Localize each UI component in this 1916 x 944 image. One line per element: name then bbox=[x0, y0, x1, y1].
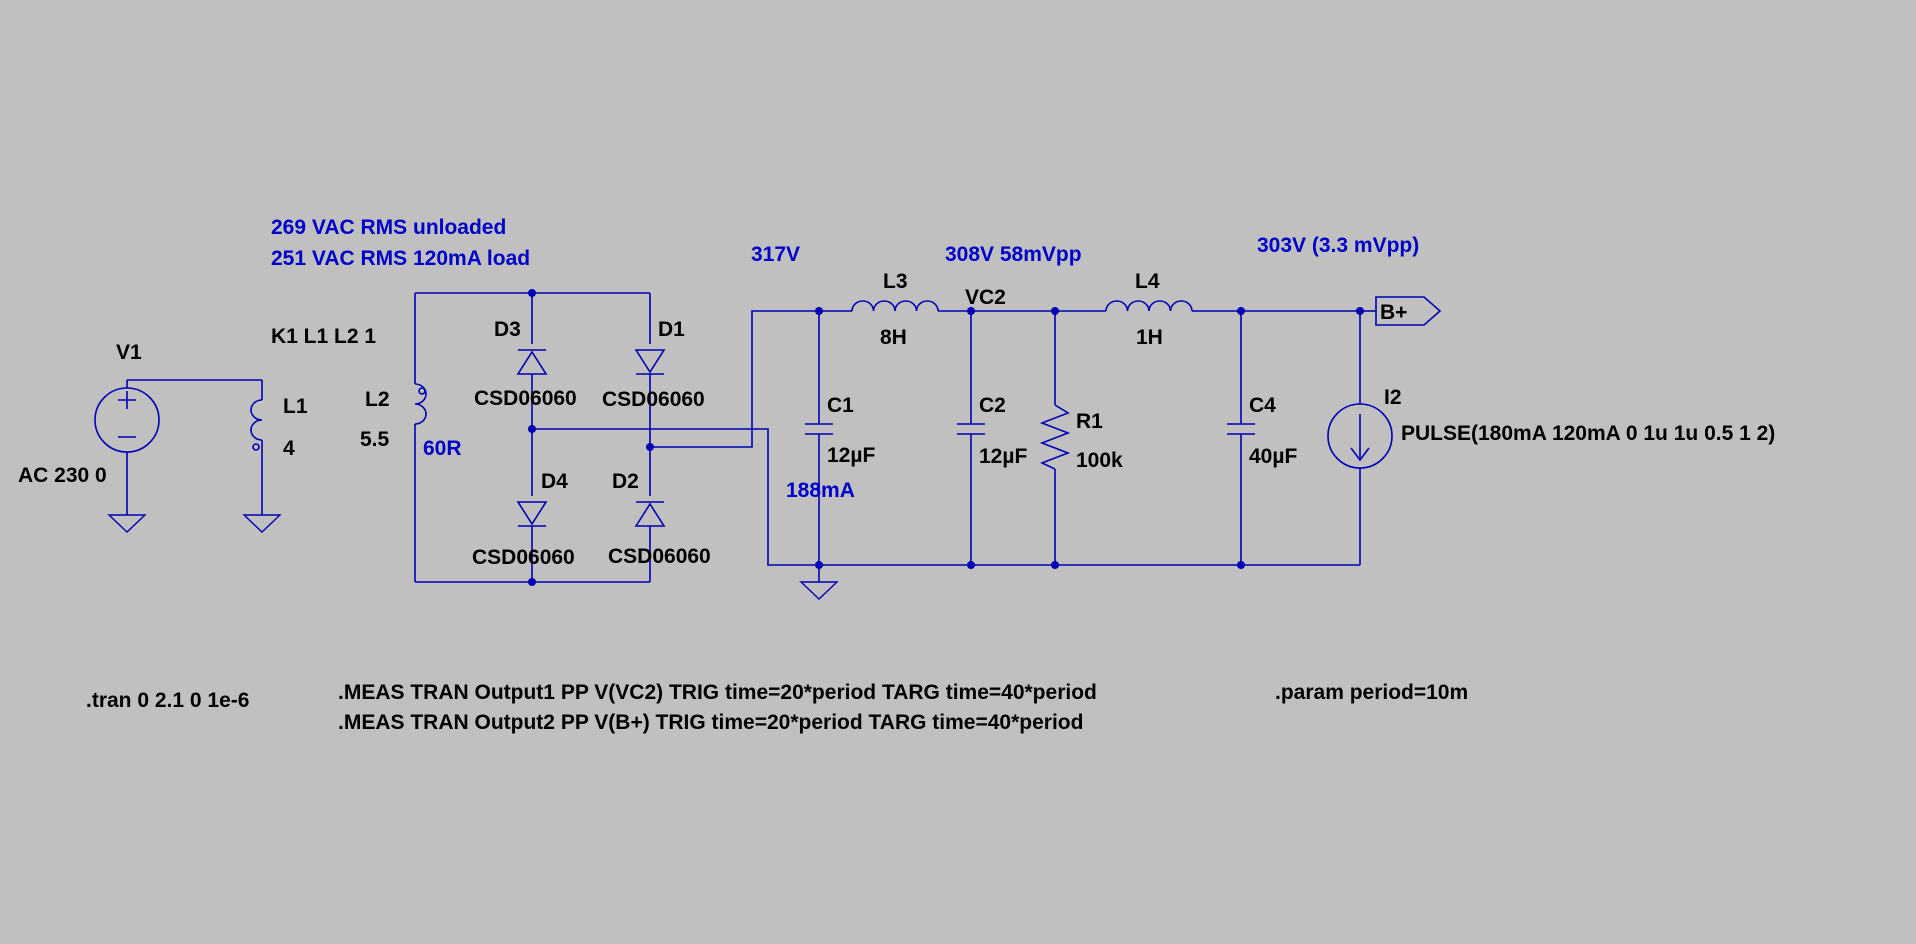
i2-value: PULSE(180mA 120mA 0 1u 1u 0.5 1 2) bbox=[1401, 422, 1775, 445]
param-directive[interactable]: .param period=10m bbox=[1275, 681, 1468, 704]
c4-capacitor[interactable] bbox=[1227, 311, 1255, 565]
annotation-v-out: 303V (3.3 mVpp) bbox=[1257, 234, 1419, 257]
junction-dots bbox=[815, 307, 1364, 569]
r1-resistor[interactable] bbox=[1039, 311, 1071, 565]
d4-diode[interactable] bbox=[516, 496, 548, 527]
i2-current-source[interactable] bbox=[1327, 311, 1393, 565]
c1-name: C1 bbox=[827, 394, 854, 417]
l2-name: L2 bbox=[365, 388, 390, 411]
c2-name: C2 bbox=[979, 394, 1006, 417]
coupling-directive: K1 L1 L2 1 bbox=[271, 325, 376, 348]
annotation-i-c1: 188mA bbox=[786, 479, 855, 502]
meas1-directive[interactable]: .MEAS TRAN Output1 PP V(VC2) TRIG time=2… bbox=[338, 681, 1097, 704]
d2-model: CSD06060 bbox=[608, 545, 711, 568]
c1-value: 12µF bbox=[827, 444, 875, 467]
c2-capacitor[interactable] bbox=[957, 311, 985, 565]
r1-value: 100k bbox=[1076, 449, 1123, 472]
annotation-v-c1: 317V bbox=[751, 243, 800, 266]
d1-model: CSD06060 bbox=[602, 388, 705, 411]
annotation-loaded: 251 VAC RMS 120mA load bbox=[271, 247, 530, 270]
annotation-unloaded: 269 VAC RMS unloaded bbox=[271, 216, 506, 239]
d3-name: D3 bbox=[494, 318, 521, 341]
annotation-v-c2: 308V 58mVpp bbox=[945, 243, 1082, 266]
l3-value: 8H bbox=[880, 326, 907, 349]
l3-name: L3 bbox=[883, 270, 908, 293]
c4-value: 40µF bbox=[1249, 445, 1297, 468]
c2-value: 12µF bbox=[979, 445, 1027, 468]
l3-inductor[interactable] bbox=[851, 300, 939, 312]
i2-name: I2 bbox=[1384, 386, 1402, 409]
l4-name: L4 bbox=[1135, 270, 1160, 293]
meas2-directive[interactable]: .MEAS TRAN Output2 PP V(B+) TRIG time=20… bbox=[338, 711, 1083, 734]
l1-inductor[interactable] bbox=[242, 380, 282, 533]
l1-value: 4 bbox=[283, 437, 295, 460]
ground-symbol bbox=[242, 514, 282, 533]
annotation-r-l2: 60R bbox=[423, 437, 462, 460]
ground-symbol bbox=[799, 581, 839, 600]
d1-diode[interactable] bbox=[634, 344, 666, 375]
d3-diode[interactable] bbox=[516, 344, 548, 375]
d1-name: D1 bbox=[658, 318, 685, 341]
l2-inductor[interactable] bbox=[414, 293, 427, 582]
r1-name: R1 bbox=[1076, 410, 1103, 433]
v1-name: V1 bbox=[116, 341, 142, 364]
d2-name: D2 bbox=[612, 470, 639, 493]
c4-name: C4 bbox=[1249, 394, 1276, 417]
l2-value: 5.5 bbox=[360, 428, 390, 451]
net-label-vc2: VC2 bbox=[965, 286, 1006, 309]
d3-model: CSD06060 bbox=[474, 387, 577, 410]
d4-model: CSD06060 bbox=[472, 546, 575, 569]
v1-source[interactable] bbox=[94, 380, 160, 533]
l1-name: L1 bbox=[283, 395, 308, 418]
tran-directive[interactable]: .tran 0 2.1 0 1e-6 bbox=[86, 689, 249, 712]
ground-symbol bbox=[107, 514, 147, 533]
v1-value: AC 230 0 bbox=[18, 464, 107, 487]
l4-value: 1H bbox=[1136, 326, 1163, 349]
d2-diode[interactable] bbox=[634, 496, 666, 527]
d4-name: D4 bbox=[541, 470, 568, 493]
bplus-label: B+ bbox=[1380, 301, 1407, 324]
l4-inductor[interactable] bbox=[1105, 300, 1193, 312]
